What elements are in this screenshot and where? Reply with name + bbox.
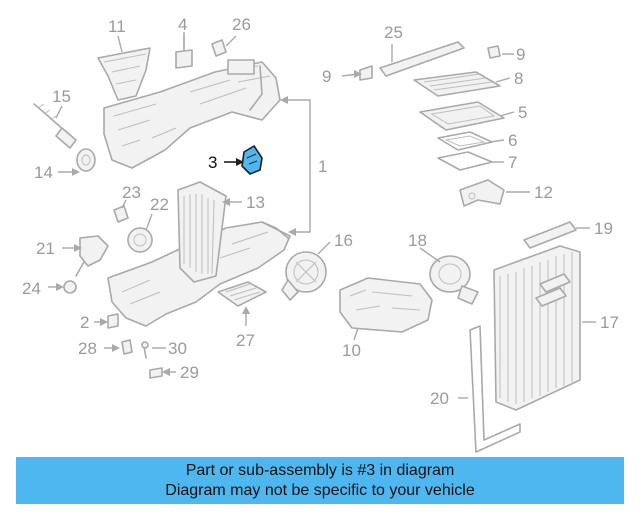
callout-4: 4 (178, 15, 187, 34)
part-10-control-module (339, 277, 433, 333)
callout-3[interactable]: 3 (208, 153, 217, 172)
callout-17: 17 (600, 313, 619, 332)
part-29-clip (149, 367, 163, 379)
callout-6: 6 (508, 131, 517, 150)
banner-line-disclaimer: Diagram may not be specific to your vehi… (165, 481, 475, 499)
callout-2: 2 (80, 313, 89, 332)
part-13-lower-housing (107, 181, 291, 327)
part-9-clip-left (359, 65, 373, 81)
part-7-gasket (437, 151, 493, 171)
callout-9-left: 9 (322, 67, 331, 86)
callout-29: 29 (180, 363, 199, 382)
leader-lines (48, 32, 596, 399)
part-21-actuator (75, 235, 109, 277)
part-3-highlighted[interactable] (241, 145, 263, 175)
callout-25: 25 (384, 23, 403, 42)
callout-27: 27 (236, 331, 255, 350)
callout-26: 26 (232, 15, 251, 34)
part-15-sensor (33, 103, 77, 149)
part-22-damper (127, 227, 153, 253)
part-18-blower-wheel (429, 255, 479, 305)
callout-30: 30 (168, 339, 187, 358)
part-17-heater-core (493, 245, 581, 411)
part-16-blower (281, 251, 327, 301)
callout-10: 10 (342, 341, 361, 360)
callout-1: 1 (318, 157, 327, 176)
callout-22: 22 (150, 195, 169, 214)
part-9-clip-right (487, 45, 501, 59)
callout-20: 20 (430, 389, 449, 408)
banner-line-part-info: Part or sub-assembly is #3 in diagram (185, 461, 455, 479)
part-12-bracket (459, 179, 505, 207)
parts-diagram: 1 11 4 26 15 14 3 23 22 13 21 24 2 28 30… (22, 15, 619, 453)
part-2-clip (107, 313, 119, 329)
callout-12: 12 (534, 183, 553, 202)
part-6-seal (437, 131, 493, 151)
part-25-strip (379, 41, 465, 77)
part-28-fastener (121, 339, 133, 355)
part-5-tray (419, 101, 505, 131)
part-14-grommet (76, 148, 96, 172)
part-11-intake-duct (97, 47, 151, 101)
callout-24: 24 (22, 279, 41, 298)
callout-21: 21 (36, 239, 55, 258)
part-20-seal-frame (469, 325, 521, 453)
part-24-nut (63, 280, 77, 294)
callout-7: 7 (508, 153, 517, 172)
part-26-screw (211, 35, 237, 57)
part-30-screw (141, 341, 149, 359)
callout-15: 15 (52, 87, 71, 106)
callout-labels: 1 11 4 26 15 14 3 23 22 13 21 24 2 28 30… (22, 15, 619, 408)
info-banner: Part or sub-assembly is #3 in diagram Di… (16, 457, 624, 504)
callout-28: 28 (78, 339, 97, 358)
callout-16: 16 (334, 231, 353, 250)
part-19-strip (523, 221, 577, 249)
callout-19: 19 (594, 219, 613, 238)
callout-8: 8 (514, 69, 523, 88)
callout-13: 13 (246, 193, 265, 212)
callout-23: 23 (122, 183, 141, 202)
callout-5: 5 (518, 103, 527, 122)
callout-14: 14 (34, 163, 53, 182)
upper-housing (103, 59, 281, 169)
part-8-filter (413, 71, 501, 97)
callout-18: 18 (408, 231, 427, 250)
callout-9-right: 9 (516, 45, 525, 64)
part-27-grille (217, 281, 267, 307)
part-23-fitting (113, 205, 129, 223)
callout-11: 11 (108, 17, 126, 36)
